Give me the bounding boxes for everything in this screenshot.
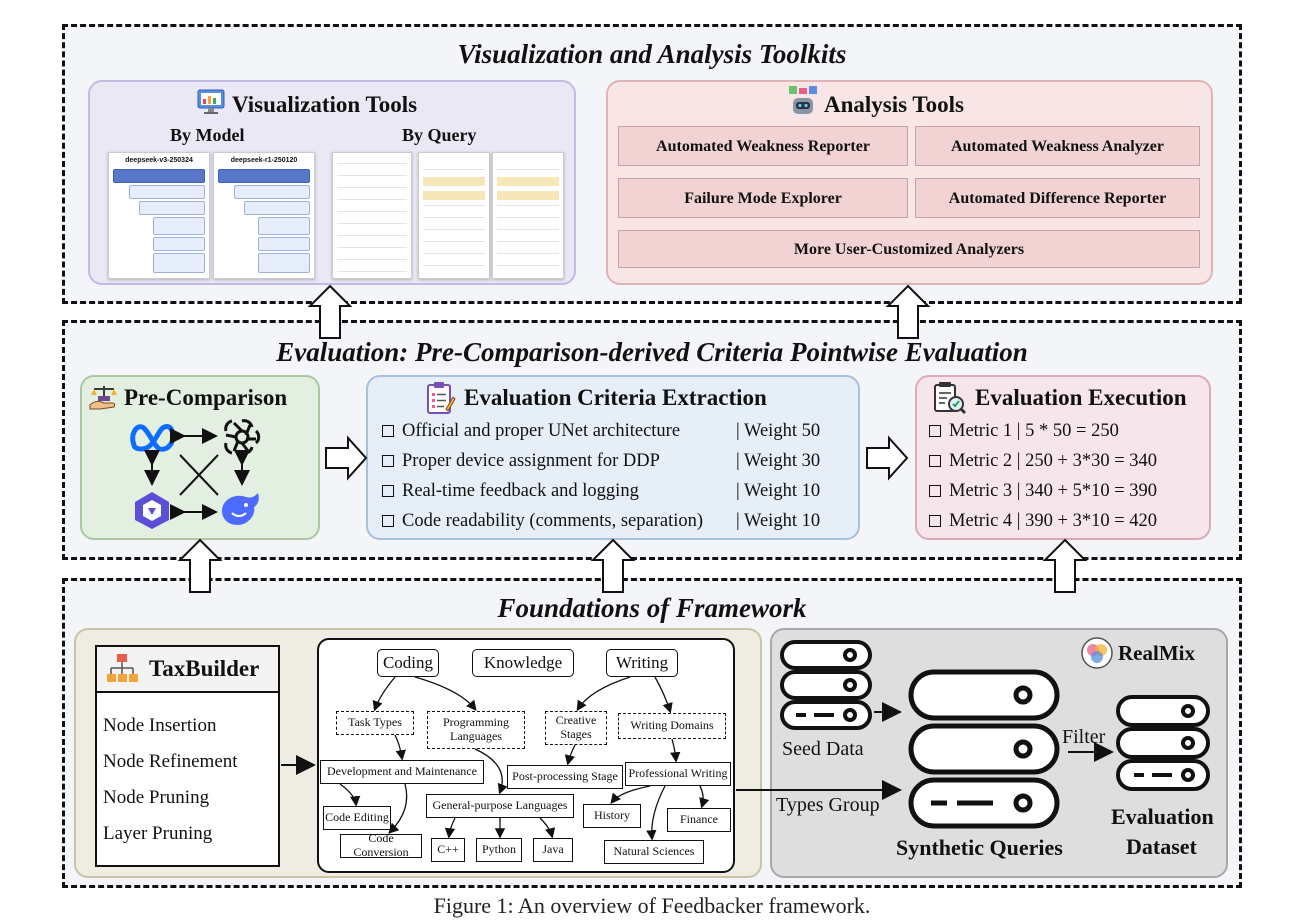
section-title-evaluation: Evaluation: Pre-Comparison-derived Crite… [276,337,1028,367]
checkbox-icon[interactable] [929,485,941,497]
criterion-4: Code readability (comments, separation) [382,511,703,532]
synthetic-database-icon [905,666,1065,841]
op-node-refinement: Node Refinement [103,751,238,772]
model-thumbnail-2[interactable]: deepseek-r1-250120 [213,152,315,279]
query-thumbnail-table-1[interactable] [418,152,490,279]
taxbuilder-box: TaxBuilder Node Insertion Node Refinemen… [95,645,280,867]
report-magnifier-icon [933,381,967,420]
criteria-panel: Evaluation Criteria Extraction Official … [366,375,860,540]
block-arrows-up [177,284,1088,593]
seed-database-icon [778,636,878,741]
node-general-purpose[interactable]: General-purpose Languages [426,794,574,818]
more-analyzers-button[interactable]: More User-Customized Analyzers [618,230,1200,268]
realmix-title: RealMix [1118,641,1195,665]
execution-panel: Evaluation Execution Metric 1 | 5 * 50 =… [915,375,1211,540]
node-development-maintenance[interactable]: Development and Maintenance [320,760,484,784]
criterion-3: Real-time feedback and logging [382,481,639,502]
criterion-3-weight: | Weight 10 [736,481,821,501]
checkbox-icon[interactable] [929,455,941,467]
criterion-1: Official and proper UNet architecture [382,421,680,442]
metric-2: Metric 2 | 250 + 3*30 = 340 [929,451,1157,472]
criterion-4-weight: | Weight 10 [736,511,821,531]
visualization-tools-panel: Visualization Tools By Model By Query de… [88,80,576,285]
node-natural-sciences[interactable]: Natural Sciences [604,840,704,864]
monitor-chart-icon [196,88,226,121]
evaluation-dataset-icon [1114,693,1214,802]
seed-data-label: Seed Data [782,738,864,760]
criterion-2: Proper device assignment for DDP [382,451,660,472]
node-java[interactable]: Java [533,838,573,862]
criterion-2-weight: | Weight 30 [736,451,821,471]
section-title-toolkits: Visualization and Analysis Toolkits [457,39,847,69]
analysis-tools-panel: Analysis Tools Automated Weakness Report… [606,80,1213,285]
metric-4: Metric 4 | 390 + 3*10 = 420 [929,511,1157,532]
evaluation-dataset-label-1: Evaluation [1111,804,1214,829]
realmix-venn-icon [1080,636,1114,675]
criterion-1-weight: | Weight 50 [736,421,821,441]
visualization-tools-title: Visualization Tools [232,92,418,117]
hand-scale-icon [88,383,120,418]
node-writing[interactable]: Writing [606,649,678,677]
node-task-types[interactable]: Task Types [336,711,414,735]
node-code-conversion[interactable]: Code Conversion [340,831,422,859]
op-layer-pruning: Layer Pruning [103,823,213,844]
node-python[interactable]: Python [476,838,522,862]
types-group-label: Types Group [776,794,880,816]
failure-mode-explorer-button[interactable]: Failure Mode Explorer [618,178,908,218]
node-finance[interactable]: Finance [667,808,731,832]
node-programming-languages[interactable]: Programming Languages [427,711,525,749]
figure-caption: Figure 1: An overview of Feedbacker fram… [433,893,871,918]
by-query-label: By Query [402,125,477,145]
taxbuilder-title: TaxBuilder [149,656,260,681]
pre-comparison-title: Pre-Comparison [124,385,288,410]
execution-title: Evaluation Execution [975,385,1187,410]
node-coding[interactable]: Coding [377,649,439,677]
analysis-tools-title: Analysis Tools [824,92,964,117]
checkbox-icon[interactable] [382,485,394,497]
node-knowledge[interactable]: Knowledge [472,649,574,677]
robot-icon [786,84,820,123]
op-node-insertion: Node Insertion [103,715,217,736]
node-writing-domains[interactable]: Writing Domains [618,713,726,739]
checkbox-icon[interactable] [382,515,394,527]
metric-3: Metric 3 | 340 + 5*10 = 390 [929,481,1157,502]
checkbox-icon[interactable] [382,425,394,437]
by-model-label: By Model [170,125,245,145]
node-post-processing[interactable]: Post-processing Stage [507,765,623,789]
node-cpp[interactable]: C++ [431,838,465,862]
checkbox-icon[interactable] [929,425,941,437]
checkbox-icon[interactable] [382,455,394,467]
block-arrows-right [325,435,909,481]
deepseek-logo-icon [218,489,262,534]
synthetic-queries-label: Synthetic Queries [896,835,1063,860]
checkbox-icon[interactable] [929,515,941,527]
query-thumbnail-table-2[interactable] [492,152,564,279]
node-professional-writing[interactable]: Professional Writing [625,762,731,786]
section-title-foundations: Foundations of Framework [497,593,807,623]
difference-reporter-button[interactable]: Automated Difference Reporter [915,178,1200,218]
metric-1: Metric 1 | 5 * 50 = 250 [929,421,1119,442]
weakness-analyzer-button[interactable]: Automated Weakness Analyzer [915,126,1200,166]
evaluation-dataset-label-2: Dataset [1126,834,1197,859]
criteria-title: Evaluation Criteria Extraction [464,385,767,410]
clipboard-checklist-icon [426,381,456,420]
node-creative-stages[interactable]: Creative Stages [545,711,607,745]
taxonomy-tree-box [317,638,735,873]
op-node-pruning: Node Pruning [103,787,210,808]
node-history[interactable]: History [583,804,641,828]
hierarchy-icon [105,652,139,691]
node-code-editing[interactable]: Code Editing [323,806,391,830]
query-thumbnail-tree[interactable] [332,152,412,279]
weakness-reporter-button[interactable]: Automated Weakness Reporter [618,126,908,166]
qwen-logo-icon [132,490,172,535]
model-thumbnail-1[interactable]: deepseek-v3-250324 [108,152,210,279]
